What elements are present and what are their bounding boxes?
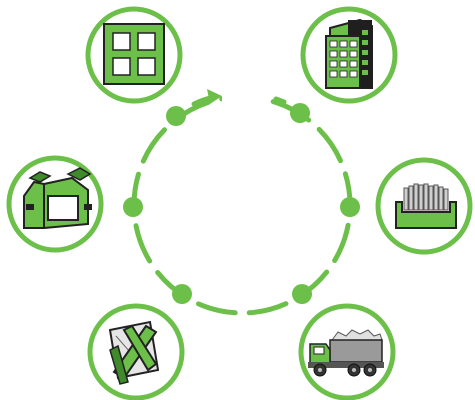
pvc-profile-icon (23, 167, 92, 230)
scrap-container-icon (395, 183, 457, 229)
ring-dot-window (166, 106, 186, 126)
ring-dot-building (290, 103, 310, 123)
ring-dot-transport (292, 284, 312, 304)
cycle-ring (131, 94, 353, 316)
stage-transport (298, 303, 396, 400)
stage-window (85, 6, 183, 104)
ring-gap (222, 88, 266, 108)
office-building-icon (325, 18, 373, 89)
stage-collection (375, 157, 473, 255)
stage-dismantling (87, 303, 185, 400)
stage-building (300, 6, 398, 104)
cycle-arrow (191, 89, 222, 107)
cycle-dash (273, 96, 287, 105)
ring-dot-dismantling (172, 284, 192, 304)
dump-truck-icon (308, 329, 384, 377)
broken-window-icon (108, 320, 160, 385)
stage-profile (6, 155, 104, 253)
window-frame-icon (103, 23, 165, 85)
ring-dot-collection (340, 197, 360, 217)
ring-dot-profile (123, 197, 143, 217)
